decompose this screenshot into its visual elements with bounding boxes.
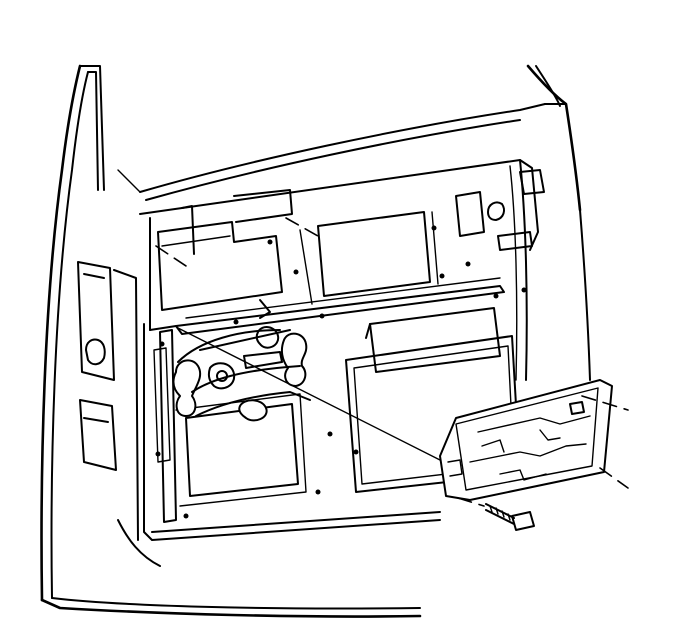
- fastener-dots: [155, 225, 527, 519]
- door-shell: [40, 64, 591, 618]
- fastener-screw: [485, 503, 535, 531]
- access-cover-plate: [439, 379, 613, 501]
- hinge-pillar: [77, 261, 161, 567]
- explode-lines: [155, 217, 629, 507]
- inner-panel: [139, 159, 545, 541]
